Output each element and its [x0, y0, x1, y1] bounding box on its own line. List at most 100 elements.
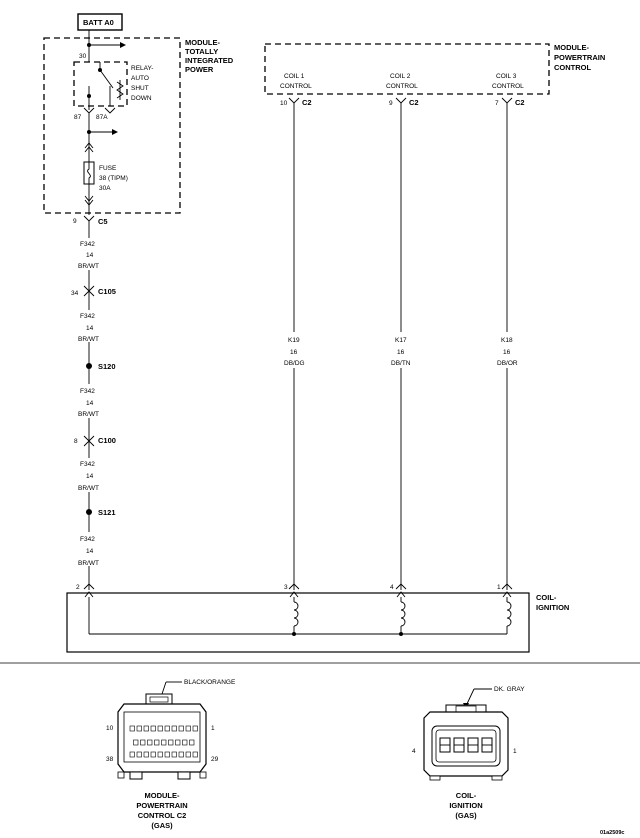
pcm-name-line-3: CONTROL [554, 63, 591, 72]
coil1-control-label-1: COIL 1 [284, 73, 305, 80]
c5-pin-label: 9 [73, 218, 77, 225]
k19-gauge: 16 [290, 349, 298, 356]
coil-conn-pin-r: 1 [513, 748, 517, 755]
pcm-c2-pin-cavity [147, 739, 153, 746]
pcm-c2-pin-tl: 10 [106, 725, 114, 732]
coil1-winding [293, 601, 299, 627]
feed-wire-f342: F342 14 BR/WT 34 C105 F342 14 BR/WT S120… [70, 221, 116, 591]
pcm-c2-pins: 10 C2 9 C2 7 C2 [280, 97, 525, 107]
c5-connector: 9 C5 [73, 215, 108, 226]
pcm-c2-pin-cavity [150, 751, 156, 758]
pcm-c2-pin-cavity [154, 739, 160, 746]
pcm-pin-coil1: 10 [280, 100, 288, 107]
pcm-c2-caption-1: MODULE- [145, 791, 180, 800]
coil-name-line-2: IGNITION [536, 603, 569, 612]
pcm-pin-coil2: 9 [389, 100, 393, 107]
pcm-c2-pin-cavity [178, 751, 184, 758]
pcm-c2-pin-cavity [164, 751, 170, 758]
s120-label: S120 [98, 362, 116, 371]
pin-87-label: 87 [74, 114, 82, 121]
pcm-c2-pin-cavity [175, 739, 181, 746]
pcm-c2-color-label: BLACK/ORANGE [184, 679, 236, 686]
wire-seg5-gauge: 14 [86, 548, 94, 555]
pcm-c2-pin-cavity [189, 739, 195, 746]
coil-conn-caption-3: (GAS) [455, 811, 477, 820]
batt-a0-label: BATT A0 [83, 18, 114, 27]
pcm-c2-pin-cavity [129, 751, 135, 758]
wire-seg2-color: BR/WT [78, 336, 99, 343]
pcm-conn-coil3: C2 [515, 98, 525, 107]
coil-ignition-box [66, 592, 530, 653]
c100-pin-label: 8 [74, 438, 78, 445]
pcm-c2-pin-tr: 1 [211, 725, 215, 732]
pcm-c2-pin-cavity [171, 751, 177, 758]
coil-feed-pin-label: 2 [76, 584, 80, 591]
fuse-label-3: 30A [99, 185, 111, 192]
coil-conn-color-label: DK. GRAY [494, 686, 525, 693]
k17-circuit: K17 [395, 337, 407, 344]
wire-seg3-gauge: 14 [86, 400, 94, 407]
relay-label-1: RELAY- [131, 65, 153, 72]
pcm-c2-caption-4: (GAS) [151, 821, 173, 830]
wire-seg4-circuit: F342 [80, 461, 95, 468]
k19-color: DB/DG [284, 360, 305, 367]
pcm-c2-pin-grid [129, 725, 198, 758]
coil-conn-caption-1: COIL- [456, 791, 477, 800]
coil-connector-view: DK. GRAY 4 1 COIL- IGNITION (GAS) [412, 686, 525, 820]
coil2-control-label-2: CONTROL [386, 83, 418, 90]
c5-label: C5 [98, 217, 108, 226]
pcm-c2-pin-bl: 38 [106, 756, 114, 763]
figure-id: 01a2509c [600, 830, 624, 836]
wire-seg2-circuit: F342 [80, 313, 95, 320]
pcm-c2-pin-cavity [185, 751, 191, 758]
wire-seg4-color: BR/WT [78, 485, 99, 492]
wire-seg5-circuit: F342 [80, 536, 95, 543]
s121-label: S121 [98, 508, 116, 517]
coil3-control-label-1: COIL 3 [496, 73, 517, 80]
pcm-c2-pin-cavity [171, 725, 177, 732]
fuse-label-1: FUSE [99, 165, 117, 172]
relay-label-2: AUTO [131, 75, 149, 82]
coil-ignition-component: COIL- IGNITION [66, 591, 569, 653]
pcm-c2-pin-cavity [164, 725, 170, 732]
splice-s121 [86, 509, 92, 515]
c105-pin-label: 34 [71, 290, 79, 297]
pcm-conn-coil1: C2 [302, 98, 312, 107]
k18-gauge: 16 [503, 349, 511, 356]
pcm-pin-coil3: 7 [495, 100, 499, 107]
k17-color: DB/TN [391, 360, 411, 367]
wire-seg3-circuit: F342 [80, 388, 95, 395]
wire-seg1-circuit: F342 [80, 241, 95, 248]
coil-conn-pin-l: 4 [412, 748, 416, 755]
coil-pin-coil2: 4 [390, 584, 394, 591]
pcm-c2-pin-cavity [192, 725, 198, 732]
k18-circuit: K18 [501, 337, 513, 344]
coil2-winding [400, 601, 406, 627]
pcm-name-line-1: MODULE- [554, 43, 589, 52]
pcm-c2-pin-cavity [136, 751, 142, 758]
coil1-control-label-2: CONTROL [280, 83, 312, 90]
wire-seg2-gauge: 14 [86, 325, 94, 332]
coil-conn-terminals [439, 737, 493, 753]
fuse-label-2: 38 (TIPM) [99, 175, 128, 182]
k19-circuit: K19 [288, 337, 300, 344]
pcm-c2-pin-cavity [143, 751, 149, 758]
pcm-c2-pin-cavity [192, 751, 198, 758]
pin-87a-label: 87A [96, 114, 108, 121]
coil-conn-body [423, 711, 509, 777]
relay-label-3: SHUT [131, 85, 149, 92]
k18-color: DB/OR [497, 360, 518, 367]
tipm-module: BATT A0 MODULE- TOTALLY INTEGRATED POWER… [43, 13, 234, 215]
pcm-dashed-border [264, 43, 550, 95]
wire-seg1-gauge: 14 [86, 252, 94, 259]
c105-label: C105 [98, 287, 116, 296]
pcm-c2-caption-2: POWERTRAIN [136, 801, 187, 810]
pcm-c2-pin-cavity [157, 725, 163, 732]
coil-conn-caption-2: IGNITION [449, 801, 482, 810]
pcm-module: MODULE- POWERTRAIN CONTROL COIL 1 CONTRO… [264, 43, 605, 95]
tipm-dashed-border [43, 37, 181, 214]
wire-seg4-gauge: 14 [86, 473, 94, 480]
tipm-name-line-4: POWER [185, 65, 214, 74]
pcm-c2-pin-br: 29 [211, 756, 219, 763]
pcm-c2-pin-cavity [129, 725, 135, 732]
